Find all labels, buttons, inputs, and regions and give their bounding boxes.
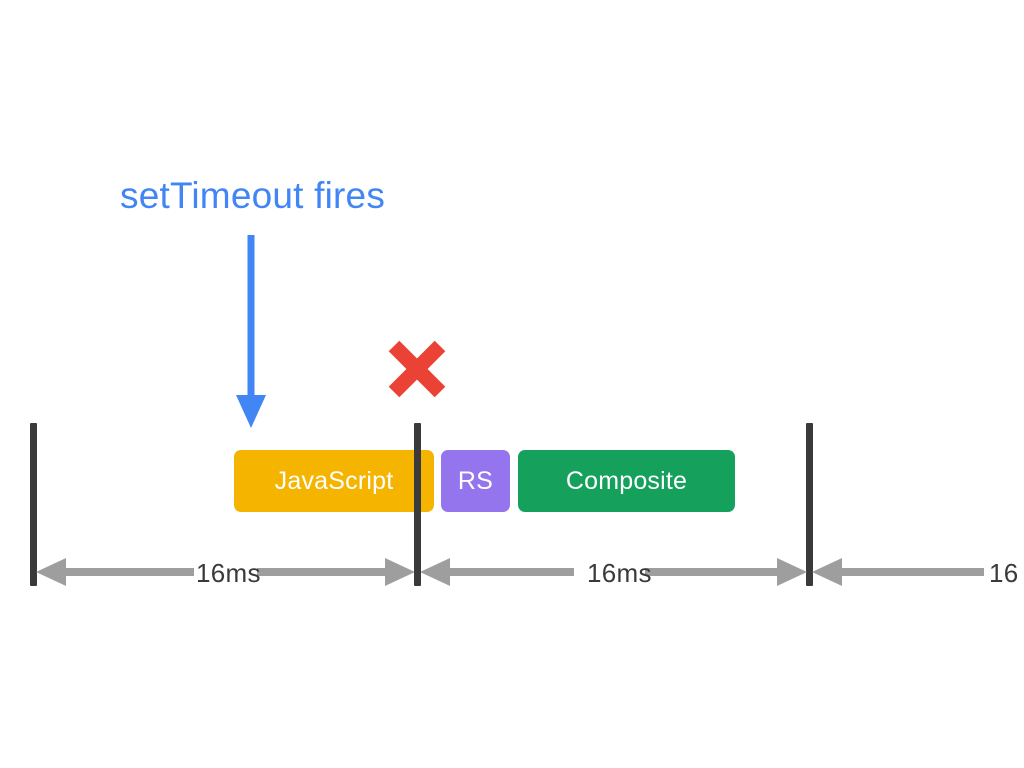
measure-arrow-frame-2 xyxy=(420,552,807,594)
red-x-glyph xyxy=(388,340,446,398)
frame-boundary-middle xyxy=(414,423,421,586)
frame-boundary-end xyxy=(806,423,813,586)
down-arrow-glyph xyxy=(236,235,266,428)
task-bar-rs[interactable]: RS xyxy=(441,450,510,512)
settimeout-annotation-label: setTimeout fires xyxy=(120,175,386,216)
measure-label-frame-3: 16 xyxy=(989,558,1019,588)
measure-arrow-frame-1 xyxy=(36,552,415,594)
down-arrow-icon xyxy=(230,235,272,429)
frame-boundary-start xyxy=(30,423,37,586)
task-bar-composite[interactable]: Composite xyxy=(518,450,735,512)
double-arrow-icon xyxy=(36,558,415,586)
double-arrow-icon xyxy=(420,558,807,586)
left-arrow-icon xyxy=(812,558,984,586)
task-bar-javascript[interactable]: JavaScript xyxy=(234,450,434,512)
measure-label-frame-1: 16ms xyxy=(196,558,261,588)
red-x-icon xyxy=(385,337,449,401)
measure-label-frame-2: 16ms xyxy=(587,558,652,588)
measure-arrow-frame-3 xyxy=(812,552,1024,594)
